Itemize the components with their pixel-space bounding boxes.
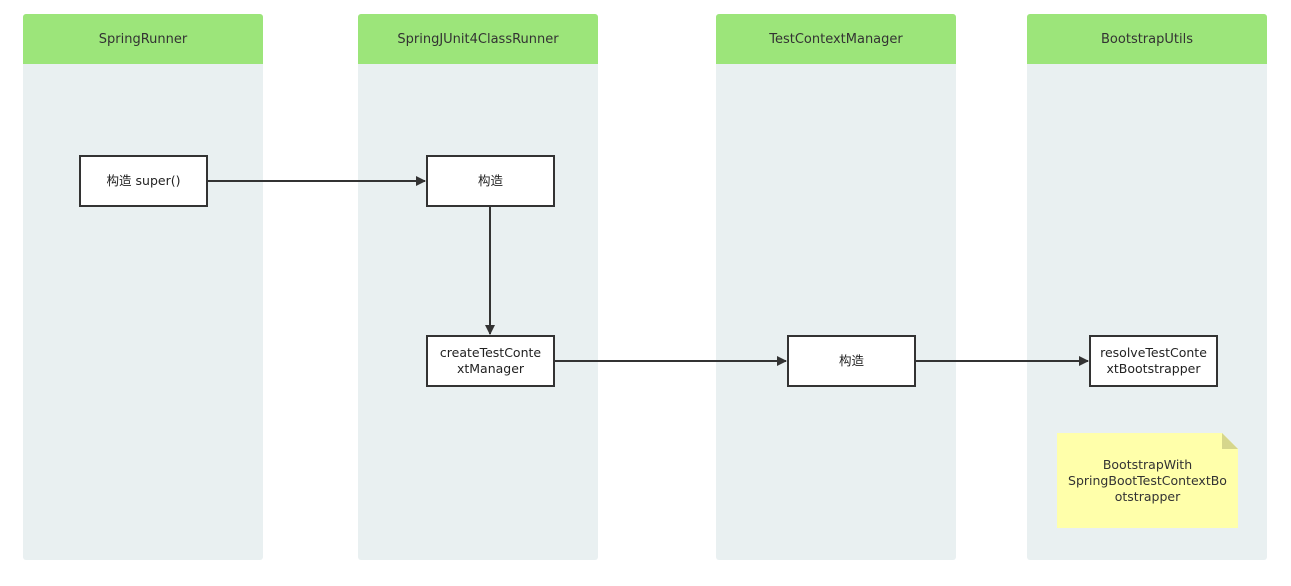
lane-header-springrunner: SpringRunner [23, 14, 263, 64]
node-create-test-context-manager[interactable]: createTestConte xtManager [426, 335, 555, 387]
note-bootstrapwith[interactable]: BootstrapWith SpringBootTestContextBo ot… [1068, 456, 1227, 504]
node-test-context-manager-constructor[interactable]: 构造 [787, 335, 916, 387]
note-shape [1057, 433, 1238, 528]
node-junit-runner-constructor[interactable]: 构造 [426, 155, 555, 207]
lane-header-testcontextmanager: TestContextManager [716, 14, 956, 64]
node-springrunner-constructor[interactable]: 构造 super() [79, 155, 208, 207]
lane-header-bootstraputils: BootstrapUtils [1027, 14, 1267, 64]
node-resolve-test-context-bootstrapper[interactable]: resolveTestConte xtBootstrapper [1089, 335, 1218, 387]
lane-springrunner: SpringRunner [23, 14, 263, 560]
lane-header-springjunit4classrunner: SpringJUnit4ClassRunner [358, 14, 598, 64]
lane-springjunit4classrunner: SpringJUnit4ClassRunner [358, 14, 598, 560]
lane-testcontextmanager: TestContextManager [716, 14, 956, 560]
